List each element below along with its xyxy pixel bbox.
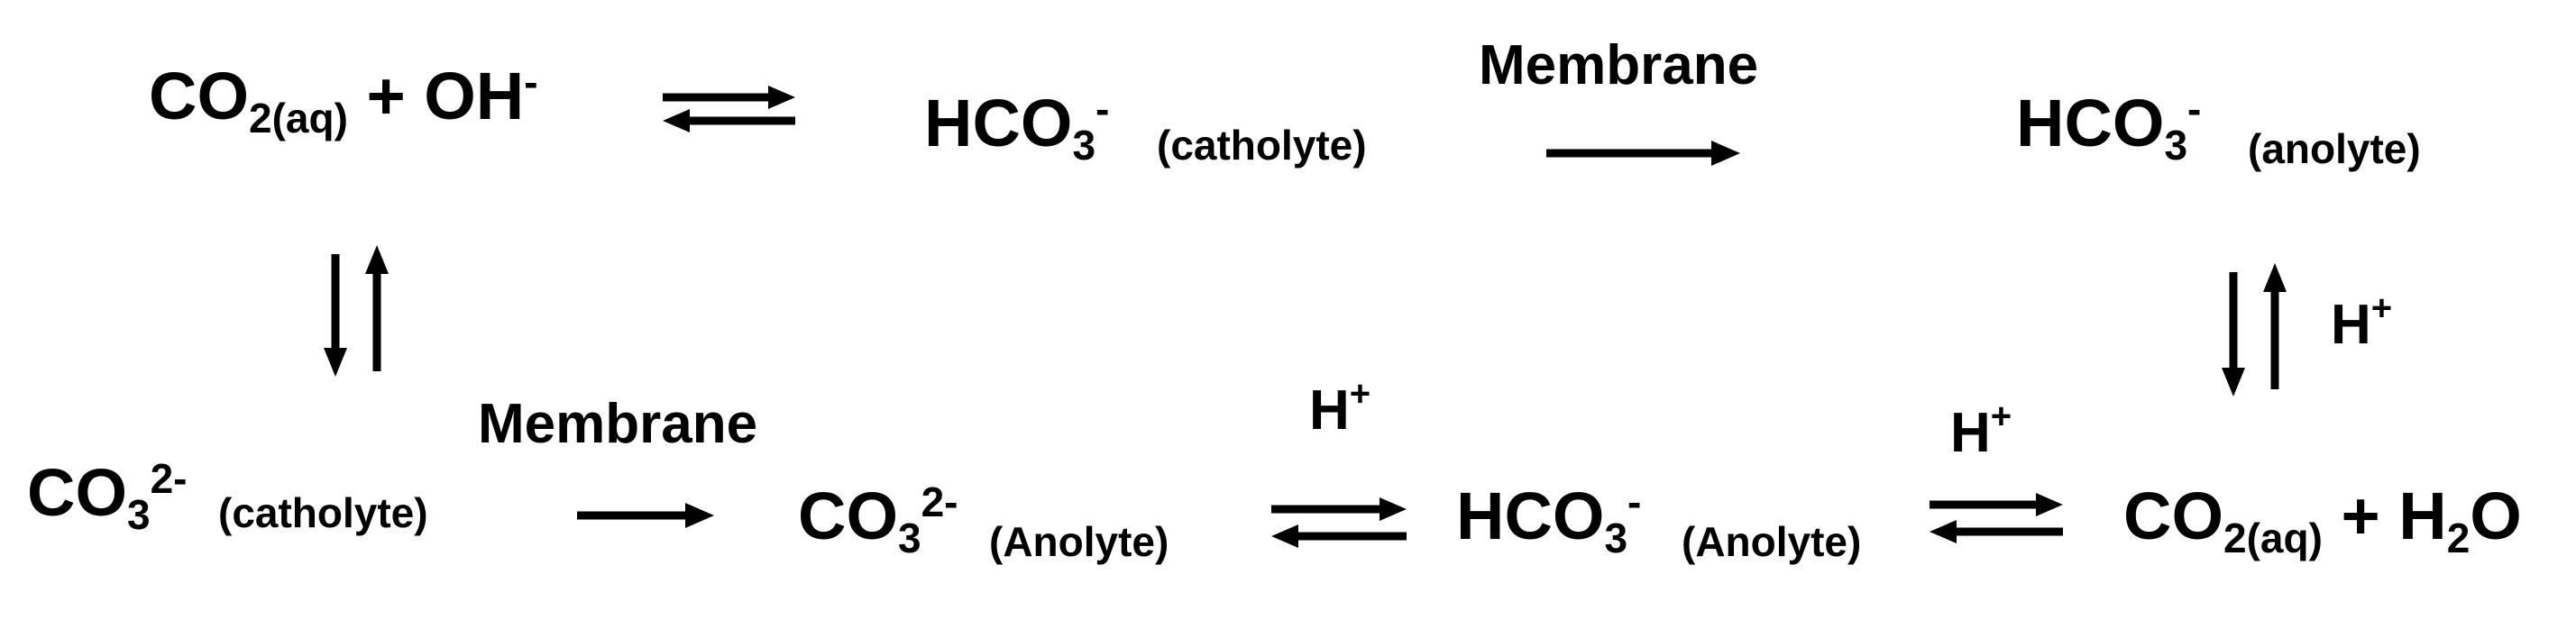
hco3-text: HCO — [1456, 479, 1605, 553]
species-hco3-catholyte: HCO3- — [924, 88, 1109, 166]
oh-superscript: - — [524, 58, 538, 105]
equilibrium-arrow-left-vertical — [324, 245, 389, 377]
hco3-subscript: 3 — [1072, 121, 1096, 169]
h2o-subscript: 2 — [2446, 514, 2471, 561]
co3-subscript: 3 — [898, 514, 921, 561]
location-anolyte-bottom-left: (Anolyte) — [989, 518, 1169, 565]
h-text: H — [1309, 379, 1350, 442]
hco3-subscript: 3 — [1604, 514, 1628, 561]
location-anolyte-top: (anolyte) — [2248, 125, 2421, 172]
hco3-superscript: - — [1627, 478, 1642, 525]
plus-superscript: + — [2370, 288, 2393, 328]
hco3-superscript: - — [2187, 85, 2202, 132]
h-text: H — [2331, 294, 2371, 356]
equilibrium-arrow-bottom-1 — [1271, 497, 1407, 548]
hco3-text: HCO — [2016, 86, 2165, 160]
equilibrium-arrow-bottom-2 — [1930, 493, 2063, 543]
hco3-subscript: 3 — [2164, 121, 2188, 169]
species-co2-oh: CO2(aq) + OH- — [149, 61, 538, 139]
o-text: O — [2470, 479, 2522, 553]
hco3-text: HCO — [924, 86, 1073, 160]
plus-superscript: + — [1990, 397, 2012, 436]
equilibrium-arrow-right-vertical — [2222, 263, 2287, 397]
hco3-superscript: - — [1095, 85, 1110, 132]
species-co3-catholyte: CO32- — [27, 458, 188, 535]
plus-h-text: + H — [2322, 479, 2447, 553]
membrane-label-top: Membrane — [1479, 34, 1759, 96]
h-plus-label-mid2: H+ — [1950, 398, 2012, 461]
location-anolyte-bottom-right: (Anolyte) — [1682, 518, 1862, 565]
membrane-arrow-bottom — [577, 503, 714, 528]
co3-text: CO — [27, 455, 127, 530]
location-catholyte-bottom: (catholyte) — [218, 489, 428, 536]
co2-text: CO — [149, 59, 249, 133]
plus-oh-text: + OH — [347, 59, 525, 133]
equilibrium-arrow-top — [663, 86, 795, 132]
h-text: H — [1950, 402, 1991, 464]
co3-subscript: 3 — [127, 490, 151, 538]
membrane-arrow-top — [1546, 141, 1740, 166]
co3-text: CO — [798, 479, 898, 553]
membrane-label-bottom: Membrane — [478, 393, 758, 455]
co3-superscript: 2- — [150, 454, 188, 502]
species-co2-h2o: CO2(aq) + H2O — [2123, 483, 2522, 559]
location-catholyte-top: (catholyte) — [1157, 122, 1367, 169]
plus-superscript: + — [1349, 374, 1371, 414]
co3-superscript: 2- — [921, 478, 958, 525]
h-plus-label-mid1: H+ — [1309, 376, 1371, 439]
co2-text: CO — [2123, 479, 2223, 553]
h-plus-label-right: H+ — [2331, 290, 2392, 356]
co2-subscript: 2(aq) — [2223, 514, 2323, 561]
co2-subscript: 2(aq) — [249, 94, 348, 141]
species-co3-anolyte: CO32- — [798, 481, 958, 559]
species-hco3-anolyte-bottom: HCO3- — [1456, 481, 1641, 559]
species-hco3-anolyte-top: HCO3- — [2016, 88, 2201, 166]
